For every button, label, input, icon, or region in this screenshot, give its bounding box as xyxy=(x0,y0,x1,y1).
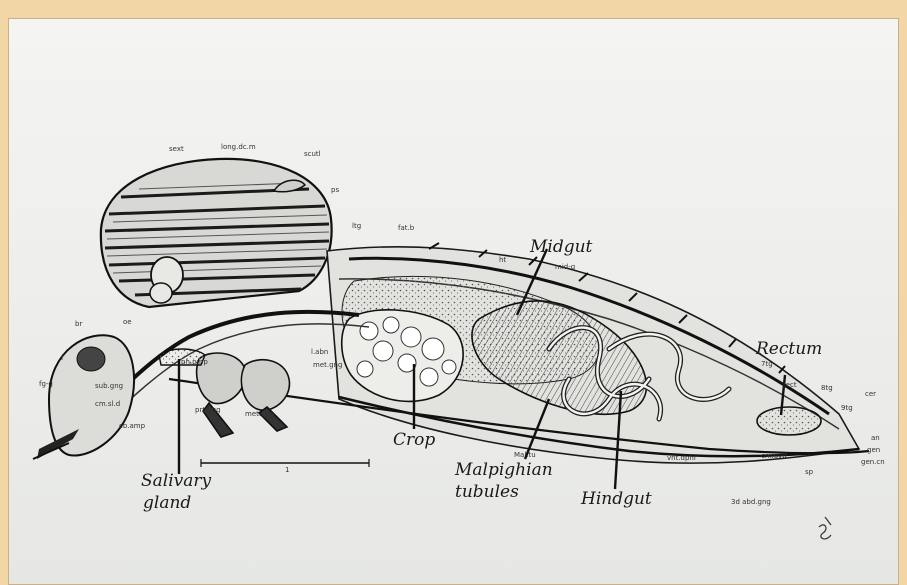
label-crop: Crop xyxy=(393,432,435,449)
label-rect: rect xyxy=(783,382,797,389)
label-salivary-1: Salivary xyxy=(141,473,211,490)
label-met-gng-2: met.gng xyxy=(313,362,342,369)
label-9tg: 9tg xyxy=(841,405,853,412)
label-ph-pmp: ph.pmp xyxy=(181,359,208,366)
label-sext: sext xyxy=(169,146,184,153)
label-sp: sp xyxy=(805,469,813,476)
label-cer: cer xyxy=(865,391,876,398)
label-cb-amp: cb.amp xyxy=(119,423,145,430)
label-long-dc-m: long.dc.m xyxy=(221,144,256,151)
label-mid-g: mid-g xyxy=(555,264,575,271)
label-8tg: 8tg xyxy=(821,385,833,392)
thorax xyxy=(101,159,332,307)
label-abn: l.abn xyxy=(311,349,328,356)
label-cm-sl-d: cm.sl.d xyxy=(95,401,120,408)
label-ps: ps xyxy=(331,187,339,194)
leg-bases xyxy=(197,353,290,437)
label-salivary-2: gland xyxy=(143,495,191,512)
label-malpighian-2: tubules xyxy=(455,484,519,501)
head xyxy=(33,335,134,459)
label-an: an xyxy=(871,435,880,442)
rectum xyxy=(757,407,821,435)
label-ht: ht xyxy=(499,257,506,264)
label-sub-gng: sub.gng xyxy=(95,383,123,390)
label-gen: gen xyxy=(867,447,880,454)
label-7tg: 7tg xyxy=(761,361,773,368)
label-oe: oe xyxy=(123,319,132,326)
artist-signature xyxy=(819,517,831,539)
label-abd-gng: 3d abd.gng xyxy=(731,499,771,506)
label-midgut: Midgut xyxy=(530,239,592,256)
label-malpighian-1: Malpighian xyxy=(455,462,553,479)
label-gen-cn: gen.cn xyxy=(861,459,885,466)
label-f: f xyxy=(61,355,63,362)
label-ltg: ltg xyxy=(352,223,361,230)
label-scale: 1 xyxy=(285,467,289,474)
label-rectum: Rectum xyxy=(756,341,822,358)
label-vnt-dphr: vnt.dphr xyxy=(667,455,697,462)
label-prt-gng: prt.gng xyxy=(195,407,221,414)
label-cm-ovd: cm.ovd xyxy=(761,453,787,460)
label-scutl: scutl xyxy=(304,151,321,158)
textbook-page: Midgut Rectum Crop Salivary gland Malpig… xyxy=(8,18,899,585)
label-br: br xyxy=(75,321,82,328)
label-mal-tu: Mal.tu xyxy=(514,452,536,459)
label-fat-b: fat.b xyxy=(398,225,414,232)
label-fg-g: fg-g xyxy=(39,381,53,388)
label-met-gng: met.gng xyxy=(245,411,274,418)
label-hindgut: Hindgut xyxy=(581,491,652,508)
